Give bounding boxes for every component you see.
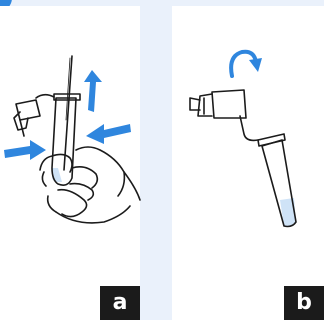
- left-arrow-icon: [86, 124, 131, 144]
- curved-twist-arrow-icon: [231, 52, 262, 76]
- illustration-a: [14, 56, 140, 223]
- cap-b: [212, 90, 246, 118]
- illustration-b: [190, 90, 296, 227]
- cap-a: [16, 100, 40, 120]
- up-arrow-icon: [84, 70, 102, 112]
- right-arrow-icon: [4, 140, 46, 160]
